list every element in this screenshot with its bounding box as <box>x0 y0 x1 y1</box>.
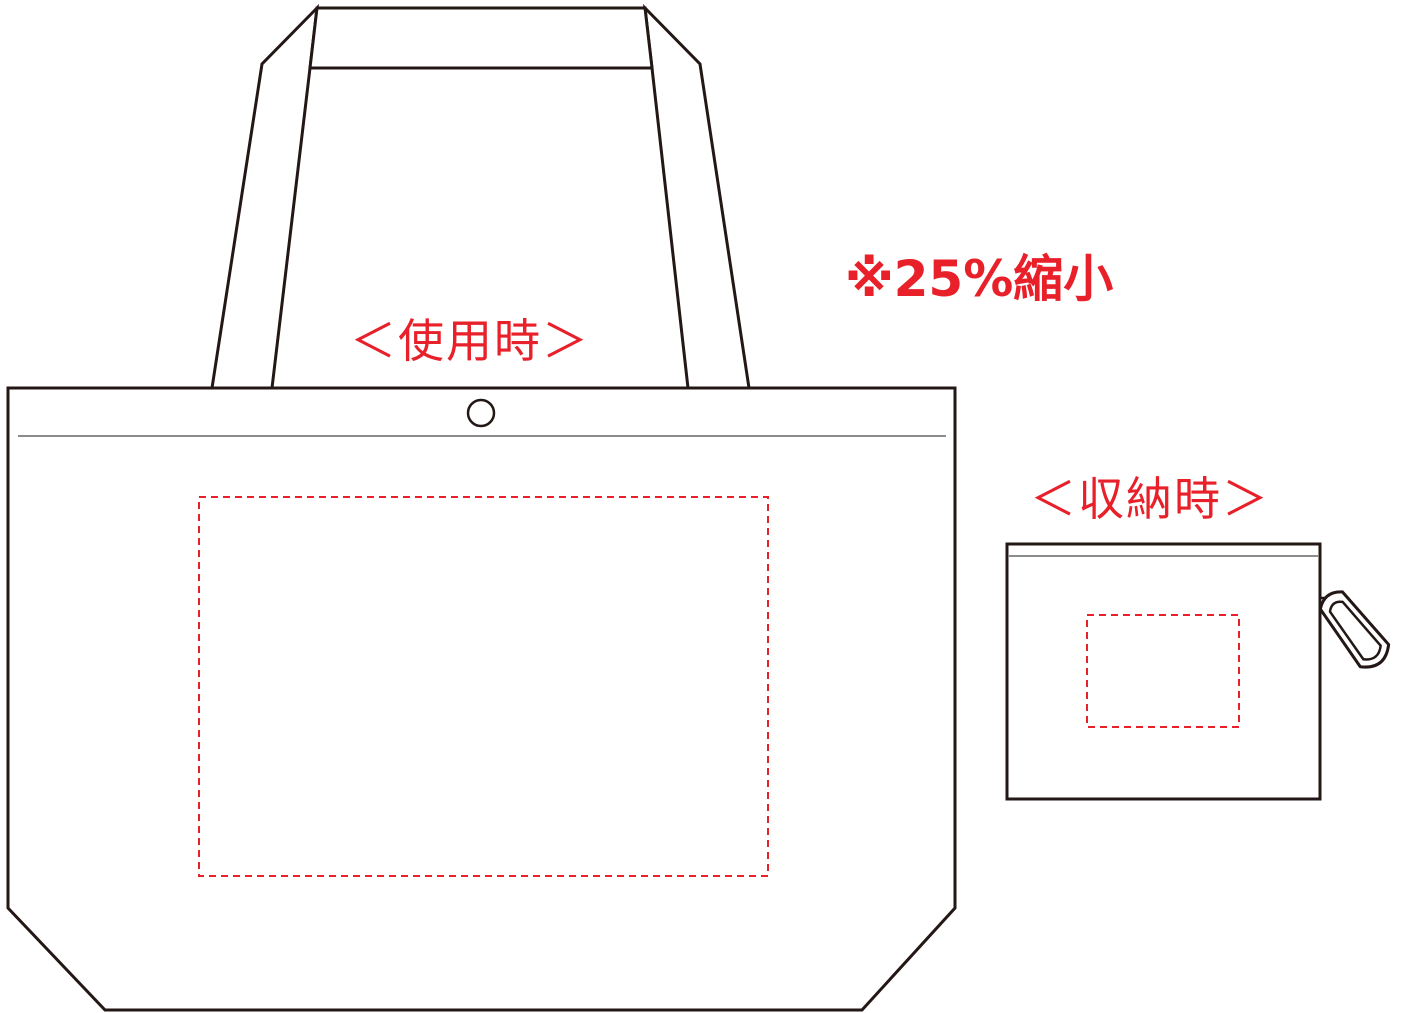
bag-print-area <box>198 496 769 877</box>
handle-top-bar <box>308 6 654 70</box>
carabiner-icon <box>1318 590 1391 669</box>
stored-label: ＜収納時＞ <box>1030 472 1270 526</box>
handle-strap-left <box>210 3 319 390</box>
snap-button-icon <box>466 398 496 428</box>
in-use-label: ＜使用時＞ <box>350 314 590 368</box>
pouch-print-area <box>1086 614 1240 728</box>
handle-strap-right <box>643 3 751 390</box>
scale-note: ※25%縮小 <box>845 250 1114 308</box>
bag-body <box>6 386 957 1012</box>
pouch-body <box>1005 542 1322 801</box>
